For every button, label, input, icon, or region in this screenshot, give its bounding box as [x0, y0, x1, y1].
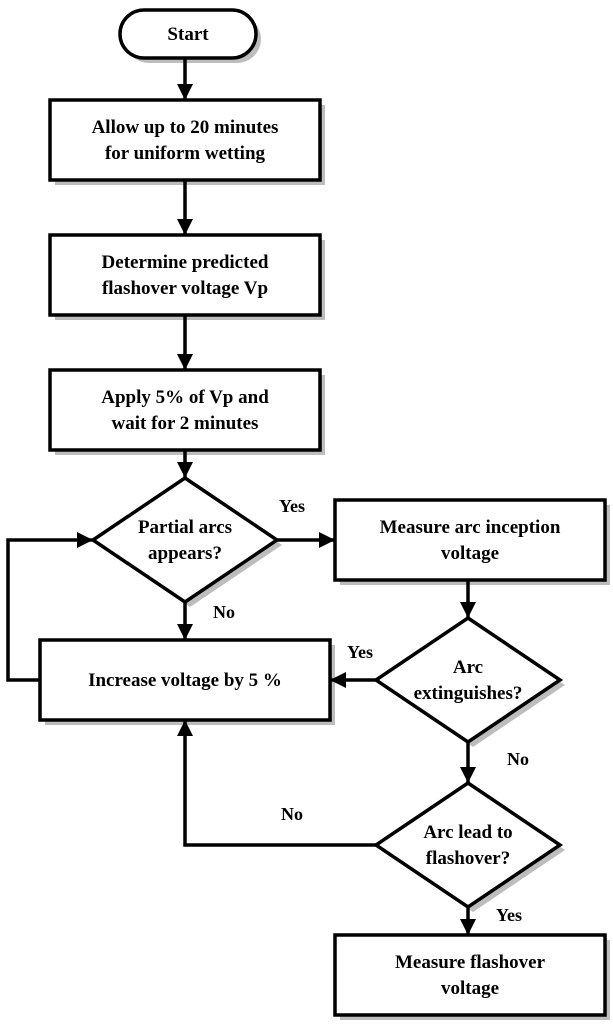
edge-extinguish-no-to-lead-arrowhead: [460, 767, 476, 783]
node-predict-label-1: flashover voltage Vp: [102, 278, 268, 299]
edge-label-lead-yes: Yes: [496, 905, 522, 925]
node-extinguish-label-0: Arc: [453, 657, 483, 678]
node-wetting-box: [48, 98, 322, 182]
node-lead-label-1: flashover?: [426, 848, 510, 869]
node-partial-decision: [89, 475, 281, 605]
edge-lead-yes-to-measure-arrowhead: [460, 919, 476, 935]
node-apply-label-0: Apply 5% of Vp and: [101, 387, 269, 408]
edge-lead-no-to-increase-arrowhead: [177, 720, 193, 736]
edge-partial-yes-to-inception-arrowhead: [319, 532, 335, 548]
edge-start-to-wetting-arrowhead: [177, 84, 193, 100]
node-inception-box: [333, 498, 607, 582]
node-measure-box: [333, 933, 607, 1017]
node-increase-box: [38, 638, 332, 722]
edge-partial-no-to-increase-arrowhead: [177, 624, 193, 640]
edge-increase-loop-to-partial: [6, 538, 93, 682]
node-extinguish-decision: [372, 615, 564, 745]
edge-extinguish-yes-to-increase-arrowhead: [330, 672, 346, 688]
edge-label-extinguish-no: No: [507, 749, 529, 769]
edge-apply-to-partial-arrowhead: [177, 462, 193, 478]
edge-label-lead-no: No: [281, 804, 303, 824]
node-increase-label-0: Increase voltage by 5 %: [88, 670, 282, 691]
node-extinguish-label-1: extinguishes?: [414, 683, 523, 704]
node-partial-label-1: appears?: [148, 543, 222, 564]
node-predict-label-0: Determine predicted: [102, 252, 269, 273]
edge-label-partial-no: No: [213, 602, 235, 622]
node-start-terminal: [118, 8, 258, 60]
edge-layer: [6, 58, 476, 935]
edge-wetting-to-predict-arrowhead: [177, 219, 193, 235]
node-wetting-label-1: for uniform wetting: [105, 143, 266, 164]
node-predict-box: [48, 233, 322, 317]
edge-label-partial-yes: Yes: [279, 496, 305, 516]
node-measure-label-1: voltage: [441, 978, 499, 999]
node-apply-label-1: wait for 2 minutes: [112, 413, 259, 434]
edge-label-extinguish-yes: Yes: [347, 642, 373, 662]
node-lead-decision: [372, 780, 564, 910]
node-partial-label-0: Partial arcs: [138, 517, 232, 538]
node-inception-label-1: voltage: [441, 543, 499, 564]
edge-inception-to-extinguish-arrowhead: [460, 602, 476, 618]
node-lead-label-0: Arc lead to: [423, 822, 512, 843]
node-start-label-0: Start: [167, 24, 209, 45]
edge-increase-loop-to-partial-arrowhead: [77, 532, 93, 548]
edge-predict-to-apply-arrowhead: [177, 354, 193, 370]
node-measure-label-0: Measure flashover: [395, 952, 546, 973]
edge-lead-no-to-increase: [183, 720, 376, 847]
node-apply-box: [48, 368, 322, 452]
node-inception-label-0: Measure arc inception: [380, 517, 561, 538]
node-wetting-label-0: Allow up to 20 minutes: [92, 117, 279, 138]
